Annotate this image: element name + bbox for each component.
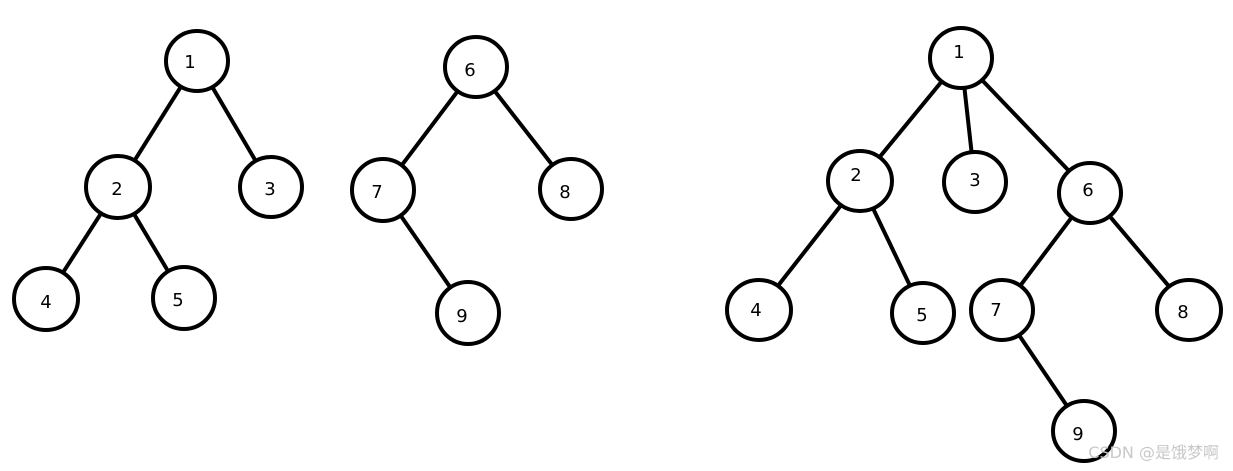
node-label-t3-n7: 7 (990, 300, 1001, 321)
node-circle-t2-n6 (443, 35, 509, 99)
node-circle-t1-n5 (151, 265, 217, 331)
node-label-t1-n2: 2 (111, 179, 122, 200)
node-circle-t3-n6 (1057, 161, 1123, 225)
node-circle-t2-n7 (350, 157, 416, 223)
edge-t2-n6-t2-n7 (398, 88, 461, 169)
edge-t3-n2-t3-n4 (775, 202, 844, 289)
node-label-t2-n9: 9 (456, 306, 467, 327)
node-label-t3-n8: 8 (1177, 302, 1188, 323)
node-circle-t3-n9 (1051, 399, 1117, 463)
edge-t3-n1-t3-n3 (962, 84, 974, 156)
node-label-t1-n1: 1 (184, 52, 195, 73)
node-circle-t3-n1 (928, 26, 994, 90)
node-t3-n8: 8 (1155, 278, 1223, 342)
node-label-t3-n4: 4 (750, 300, 761, 321)
edge-t3-n2-t3-n5 (870, 206, 913, 289)
edge-t1-n2-t1-n5 (131, 210, 172, 276)
node-t1-n1: 1 (164, 29, 230, 93)
edge-t1-n1-t1-n2 (131, 83, 184, 164)
edge-t2-n7-t2-n9 (397, 211, 454, 292)
node-circle-t3-n2 (826, 149, 894, 213)
node-circle-t2-n9 (435, 280, 501, 346)
node-label-t3-n1: 1 (953, 42, 964, 63)
edge-t3-n1-t3-n2 (877, 78, 945, 160)
node-t1-n2: 2 (84, 154, 152, 220)
watermark: CSDN @是饿梦啊 (1088, 443, 1219, 462)
node-circle-t3-n4 (725, 278, 793, 342)
node-t3-n7: 7 (969, 278, 1035, 342)
edge-t3-n7-t3-n9 (1016, 332, 1070, 409)
node-circle-t1-n2 (84, 154, 152, 220)
node-t2-n9: 9 (435, 280, 501, 346)
node-label-t1-n5: 5 (172, 290, 183, 311)
node-t2-n8: 8 (538, 157, 604, 221)
edges-layer (60, 77, 1172, 409)
edge-t1-n1-t1-n3 (209, 84, 259, 164)
edge-t3-n1-t3-n6 (979, 77, 1072, 174)
node-t3-n9: 9 (1051, 399, 1117, 463)
node-t1-n3: 3 (238, 155, 304, 219)
node-t2-n7: 7 (350, 157, 416, 223)
node-t3-n3: 3 (942, 150, 1008, 214)
edge-t3-n6-t3-n8 (1106, 213, 1172, 290)
node-t1-n4: 4 (12, 266, 80, 332)
node-label-t3-n2: 2 (850, 165, 861, 186)
node-circle-t1-n4 (12, 266, 80, 332)
nodes-layer: 1 2 3 4 5 6 7 8 9 1 2 3 6 4 5 7 8 9 (12, 26, 1223, 463)
node-t3-n4: 4 (725, 278, 793, 342)
node-t2-n6: 6 (443, 35, 509, 99)
node-label-t2-n7: 7 (371, 182, 382, 203)
node-label-t3-n3: 3 (969, 170, 980, 191)
node-label-t1-n4: 4 (40, 292, 51, 313)
node-circle-t2-n8 (538, 157, 604, 221)
node-label-t3-n9: 9 (1072, 424, 1083, 445)
node-circle-t3-n8 (1155, 278, 1223, 342)
node-t3-n1: 1 (928, 26, 994, 90)
node-t1-n5: 5 (151, 265, 217, 331)
node-circle-t3-n5 (890, 281, 956, 345)
node-t3-n2: 2 (826, 149, 894, 213)
node-label-t3-n6: 6 (1082, 180, 1093, 201)
node-label-t2-n8: 8 (559, 182, 570, 203)
node-circle-t3-n3 (942, 150, 1008, 214)
edge-t1-n2-t1-n4 (60, 210, 104, 276)
edge-t2-n6-t2-n8 (491, 87, 556, 169)
node-label-t1-n3: 3 (264, 179, 275, 200)
node-label-t3-n5: 5 (916, 305, 927, 326)
node-circle-t1-n3 (238, 155, 304, 219)
node-circle-t1-n1 (164, 29, 230, 93)
edge-t3-n6-t3-n7 (1017, 214, 1075, 289)
node-t3-n5: 5 (890, 281, 956, 345)
node-t3-n6: 6 (1057, 161, 1123, 225)
node-label-t2-n6: 6 (464, 60, 475, 81)
node-circle-t3-n7 (969, 278, 1035, 342)
